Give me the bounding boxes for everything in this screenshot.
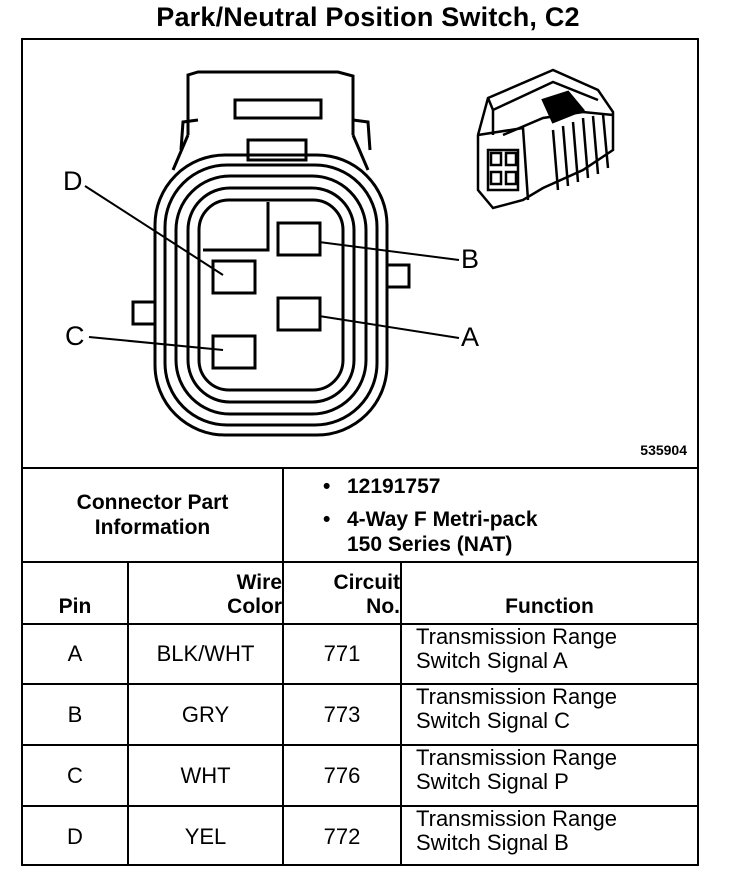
cell-function: Transmission Range Switch Signal B (416, 806, 617, 855)
cell-function: Transmission Range Switch Signal A (416, 624, 617, 673)
pin-label-c: C (65, 321, 85, 351)
divider (282, 467, 284, 561)
connector-info-item: •12191757 (323, 475, 441, 498)
connector-housing (153, 153, 389, 437)
cell-pin: D (67, 823, 83, 849)
cell-pin: B (67, 701, 83, 727)
connector-info-label-line2: Information (94, 516, 211, 539)
cell-function: Transmission Range Switch Signal P (416, 745, 617, 794)
pin-cavity-a (276, 296, 322, 332)
cell-wire-color: YEL (184, 823, 227, 849)
connector-info-item: •4-Way F Metri-pack (323, 508, 538, 531)
leader-line-d (84, 185, 224, 276)
pin-label-b: B (461, 244, 479, 274)
cell-circuit: 773 (323, 701, 361, 727)
latch-outline (186, 70, 355, 135)
leader-line-c (88, 336, 224, 351)
cell-wire-color: WHT (180, 762, 231, 788)
figure-number: 535904 (640, 442, 687, 458)
cell-wire-color: BLK/WHT (156, 641, 255, 666)
cell-pin: C (67, 762, 83, 788)
cell-circuit: 776 (323, 762, 361, 788)
cell-wire-color: GRY (181, 701, 230, 727)
pin-label-d: D (63, 166, 83, 196)
header-wire-color: Wire Color (227, 571, 282, 618)
connector-info-label: Connector Part Information (23, 469, 282, 561)
header-circuit-no: Circuit No. (333, 571, 400, 618)
cell-pin: A (67, 641, 83, 666)
divider (23, 744, 697, 746)
pin-cavity-d (211, 259, 257, 295)
connector-sheet: D C B A (21, 38, 699, 866)
connector-info-list: •12191757 •4-Way F Metri-pack 150 Series… (323, 474, 538, 557)
divider (23, 623, 697, 625)
cell-function: Transmission Range Switch Signal C (416, 684, 617, 733)
leader-line-b (318, 241, 460, 261)
header-pin: Pin (58, 595, 92, 618)
page-title: Park/Neutral Position Switch, C2 (156, 2, 580, 32)
divider (23, 561, 697, 563)
divider (282, 561, 284, 866)
divider (127, 561, 129, 866)
connector-isometric-view-icon (476, 68, 615, 210)
divider (23, 805, 697, 807)
pin-cavity-c (211, 334, 257, 370)
connector-info-label-line1: Connector Part (76, 491, 229, 514)
pin-cavity-b (276, 221, 322, 257)
leader-line-a (318, 315, 460, 339)
divider (400, 561, 402, 866)
connector-diagram: D C B A (23, 40, 697, 468)
connector-face-view-icon: D C B A (63, 68, 615, 437)
cell-circuit: 772 (323, 823, 361, 849)
divider (23, 683, 697, 685)
pin-label-a: A (461, 322, 479, 352)
cell-circuit: 771 (323, 641, 361, 666)
header-function: Function (505, 595, 594, 618)
connector-info-item: 150 Series (NAT) (347, 533, 513, 556)
latch-slot (233, 98, 323, 120)
divider (23, 467, 697, 469)
